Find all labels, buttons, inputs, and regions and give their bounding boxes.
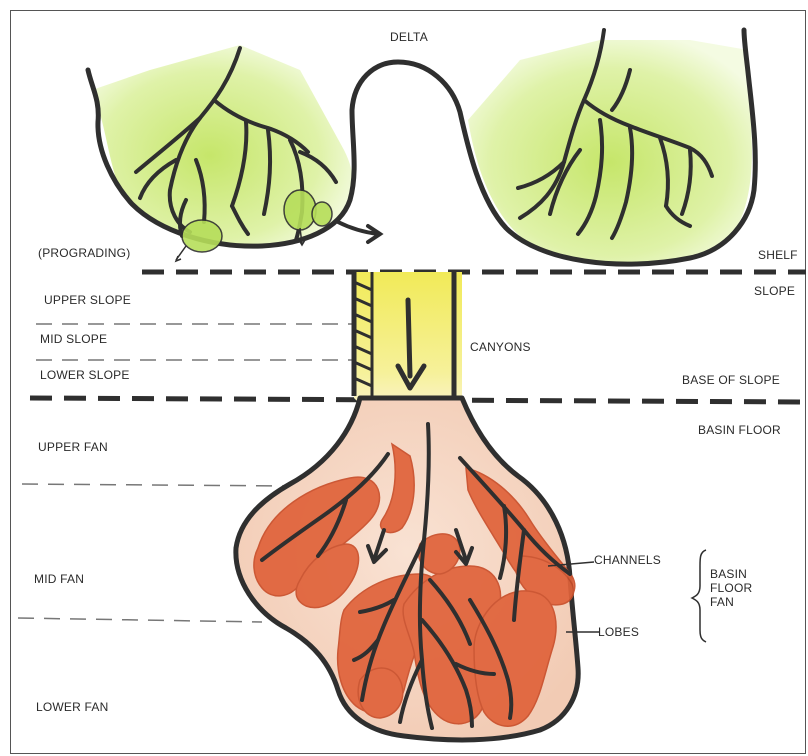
label-basin-floor: BASIN FLOOR [698, 423, 781, 437]
label-lower-slope: LOWER SLOPE [40, 368, 130, 382]
label-upper-slope: UPPER SLOPE [44, 293, 131, 307]
label-slope: SLOPE [754, 284, 795, 298]
label-lower-fan: LOWER FAN [36, 700, 108, 714]
label-shelf: SHELF [758, 248, 798, 262]
label-canyons: CANYONS [470, 340, 531, 354]
delta-outflow-arrow [338, 222, 380, 242]
label-base-of-slope: BASE OF SLOPE [682, 373, 780, 387]
label-basin-floor-fan: BASIN FLOOR FAN [710, 567, 752, 609]
label-basin-floor-fan-line-2: FLOOR [710, 581, 752, 595]
basin-floor-fan [236, 398, 578, 740]
label-upper-fan: UPPER FAN [38, 440, 108, 454]
canyon [354, 272, 462, 416]
label-basin-floor-fan-line-1: BASIN [710, 567, 752, 581]
label-lobes: LOBES [598, 625, 639, 639]
label-mid-fan: MID FAN [34, 572, 84, 586]
label-delta: DELTA [390, 30, 428, 44]
basin-floor-fan-brace [692, 550, 706, 642]
label-basin-floor-fan-line-3: FAN [710, 595, 752, 609]
label-prograding: (PROGRADING) [38, 246, 130, 260]
label-mid-slope: MID SLOPE [40, 332, 107, 346]
label-channels: CHANNELS [594, 553, 661, 567]
